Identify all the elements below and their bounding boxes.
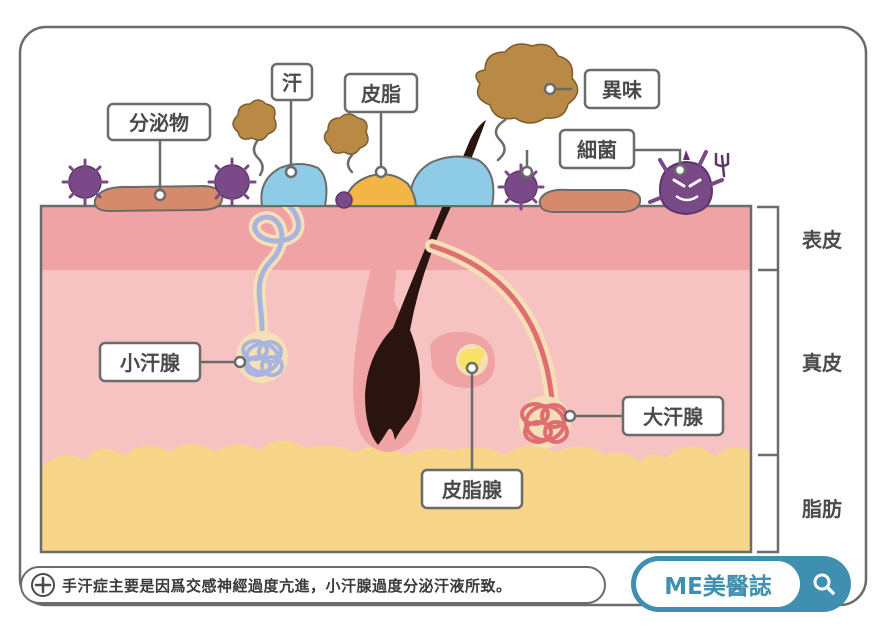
eccrine-gland (236, 199, 305, 383)
fat-layer (41, 440, 751, 552)
search-button[interactable] (806, 566, 842, 602)
epidermis-layer (41, 206, 751, 270)
layer-label-fat: 脂肪 (802, 497, 842, 521)
label-odor: 異味 (583, 68, 661, 110)
sweat-drop-right (408, 155, 495, 207)
hair-follicle (353, 120, 486, 452)
caption-box: 手汗症主要是因爲交感神經過度亢進，小汗腺過度分泌汗液所致。 (20, 566, 606, 604)
sweat-drop-left (260, 163, 328, 207)
label-eccrine-gland: 小汗腺 (98, 341, 202, 383)
sebaceous-gland (430, 331, 495, 388)
svg-text:皮脂腺: 皮脂腺 (442, 478, 503, 502)
svg-text:分泌物: 分泌物 (129, 111, 189, 135)
brand-logo: ME美醫誌 (636, 561, 800, 607)
skin-cross-section (39, 204, 753, 554)
svg-text:皮脂: 皮脂 (361, 82, 401, 106)
diagram-frame (18, 25, 868, 607)
layer-bracket (757, 205, 780, 554)
odor-cloud-left (232, 99, 277, 141)
secretion-right (538, 188, 642, 213)
label-secretion: 分泌物 (106, 102, 212, 142)
brand-search-pill[interactable]: ME美醫誌 (631, 556, 851, 612)
label-sweat: 汗 (270, 62, 314, 102)
label-apocrine-gland: 大汗腺 (621, 395, 725, 437)
apocrine-gland (425, 239, 571, 448)
layer-label-dermis: 真皮 (802, 351, 842, 375)
odor-clouds (232, 43, 579, 155)
search-icon (813, 573, 835, 595)
svg-text:細菌: 細菌 (577, 138, 617, 162)
odor-cloud-large (475, 43, 579, 124)
bacteria-spikes (61, 157, 545, 211)
plus-circle-icon (31, 573, 55, 597)
bacteria-mascot (648, 150, 730, 216)
label-sebum: 皮脂 (343, 72, 419, 114)
svg-text:異味: 異味 (602, 78, 642, 102)
hair-shaft (365, 120, 486, 445)
label-bacteria: 細菌 (558, 128, 636, 170)
leader-dots (153, 82, 687, 423)
label-sebaceous-gland: 皮脂腺 (420, 468, 524, 510)
sebum-blob (343, 173, 418, 207)
svg-text:小汗腺: 小汗腺 (120, 351, 181, 375)
svg-text:大汗腺: 大汗腺 (643, 405, 704, 429)
caption-text: 手汗症主要是因爲交感神經過度亢進，小汗腺過度分泌汗液所致。 (62, 576, 512, 595)
brand-name: ME美醫誌 (664, 574, 772, 600)
odor-cloud-mid (323, 113, 369, 155)
svg-text:汗: 汗 (282, 71, 302, 95)
odor-wisps (252, 118, 507, 177)
layer-label-epidermis: 表皮 (802, 228, 842, 252)
